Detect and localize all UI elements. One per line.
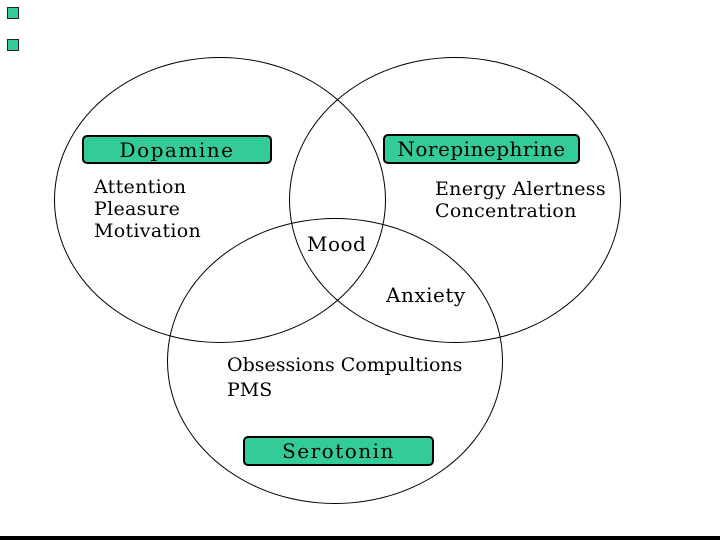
trait-line: PMS (227, 379, 273, 401)
trait-line: Motivation (94, 220, 202, 242)
serotonin-title-label: Serotonin (282, 439, 395, 463)
mood-overlap-label: Mood (307, 232, 367, 256)
bullet-square-icon (7, 39, 19, 51)
dopamine-title-box: Dopamine (82, 135, 272, 164)
serotonin-title-box: Serotonin (243, 436, 434, 466)
norepinephrine-title-box: Norepinephrine (383, 134, 580, 164)
trait-line: Obsessions Compultions (227, 354, 463, 376)
slide-bottom-edge (0, 536, 720, 540)
dopamine-traits: Attention Pleasure Motivation (94, 176, 201, 242)
anxiety-overlap-label: Anxiety (386, 283, 466, 307)
serotonin-traits: Obsessions Compultions PMS (227, 353, 462, 403)
trait-line: Attention (94, 176, 187, 198)
norepinephrine-title-label: Norepinephrine (397, 137, 566, 161)
trait-line: Energy Alertness (435, 178, 606, 200)
dopamine-title-label: Dopamine (119, 137, 235, 162)
trait-line: Pleasure (94, 198, 181, 220)
norepinephrine-traits: Energy Alertness Concentration (435, 178, 606, 222)
venn-circle-serotonin (167, 218, 503, 504)
trait-line: Concentration (435, 200, 577, 222)
bullet-square-icon (7, 7, 19, 19)
